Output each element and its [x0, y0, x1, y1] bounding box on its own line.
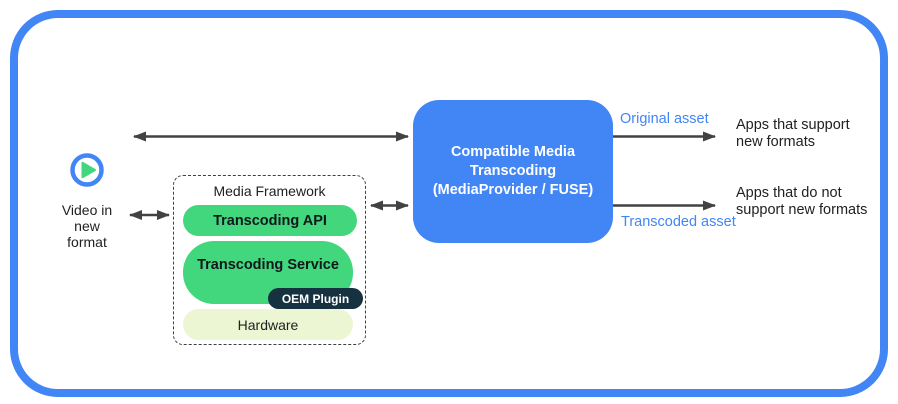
media-framework-box: Media Framework Transcoding API Transcod…	[173, 175, 366, 345]
video-source-label: Video in new format	[42, 202, 132, 250]
transcoder-line1: Compatible Media	[450, 144, 576, 160]
apps-support-text: Apps that support new formats	[736, 117, 850, 151]
video-source-label-line1: Video in	[61, 202, 113, 218]
compatible-media-transcoding-box: Compatible Media Transcoding (MediaProvi…	[413, 100, 613, 243]
hardware-pill: Hardware	[183, 309, 353, 340]
transcoding-api-pill: Transcoding API	[183, 205, 357, 236]
original-asset-label: Original asset	[620, 111, 709, 127]
apps-no-support-line2: support new formats	[736, 202, 868, 218]
play-video-icon	[70, 153, 104, 187]
transcoded-asset-label: Transcoded asset	[621, 214, 736, 230]
apps-support-line1: Apps that support	[736, 117, 850, 133]
apps-no-support-line1: Apps that do not	[736, 185, 842, 201]
media-framework-title: Media Framework	[213, 183, 326, 199]
transcoder-line2: Transcoding	[469, 163, 557, 179]
transcoder-line3: (MediaProvider / FUSE)	[432, 182, 594, 198]
video-source-label-line2: new	[74, 217, 100, 234]
oem-plugin-pill: OEM Plugin	[268, 288, 363, 309]
diagram-frame	[10, 10, 888, 397]
apps-support-line2: new formats	[736, 134, 815, 150]
apps-no-support-text: Apps that do not support new formats	[736, 185, 867, 219]
video-source-label-line3: format	[67, 233, 107, 250]
